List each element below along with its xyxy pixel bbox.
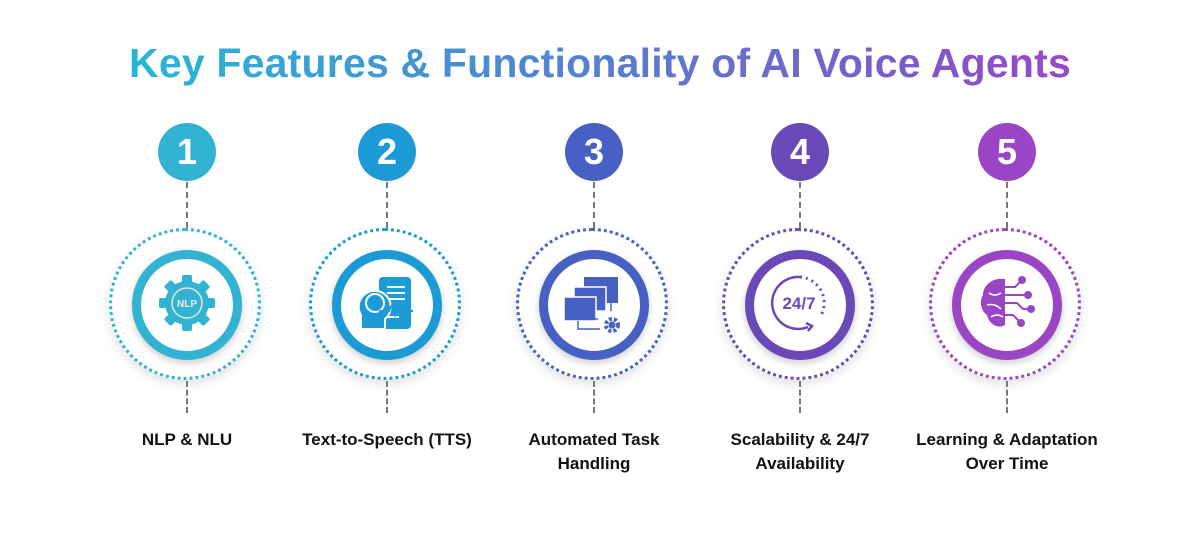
dotted-ring [109,228,261,380]
text-to-speech-icon [355,271,419,340]
connector-line [1006,381,1008,413]
connector-line [799,182,801,228]
step-number-badge: 5 [978,123,1036,181]
connector-line [593,381,595,413]
connector-line [593,182,595,228]
icon-circle [332,250,442,360]
icon-circle [952,250,1062,360]
nlp-gear-icon: NLP [157,273,217,338]
feature-label: NLP & NLU [141,430,233,449]
feature-4: 4 24/7 Scalability & 24/7 Availability [700,0,900,539]
brain-circuit-icon [975,271,1039,340]
connector-line [799,381,801,413]
step-number-badge: 4 [771,123,829,181]
icon-circle: 24/7 [745,250,855,360]
dotted-ring [309,228,461,380]
nlp-icon-text: NLP [177,299,197,310]
step-number-badge: 3 [565,123,623,181]
automated-windows-icon [562,271,626,340]
dotted-ring [722,228,874,380]
clock-icon-text: 24/7 [782,294,815,313]
step-number-badge: 2 [358,123,416,181]
page-title: Key Features & Functionality of AI Voice… [0,40,1200,87]
feature-label: Scalability & 24/7 Availability [730,430,870,473]
feature-label: Learning & Adaptation Over Time [916,430,1098,473]
connector-line [386,381,388,413]
dotted-ring [929,228,1081,380]
step-number-badge: 1 [158,123,216,181]
connector-line [186,182,188,228]
feature-5: 5 Learning & Adaptation Over Time [907,0,1107,539]
feature-label: Text-to-Speech (TTS) [302,430,472,449]
icon-circle: NLP [132,250,242,360]
connector-line [1006,182,1008,228]
dotted-ring [516,228,668,380]
icon-circle [539,250,649,360]
connector-line [186,381,188,413]
feature-3: 3 Automated Task Handling [494,0,694,539]
connector-line [386,182,388,228]
feature-label: Automated Task Handling [528,430,660,473]
clock-24-7-icon: 24/7 [768,271,832,340]
feature-2: 2 Text-to-Speech (TTS) [287,0,487,539]
feature-1: 1 NLP NLP & NLU [87,0,287,539]
